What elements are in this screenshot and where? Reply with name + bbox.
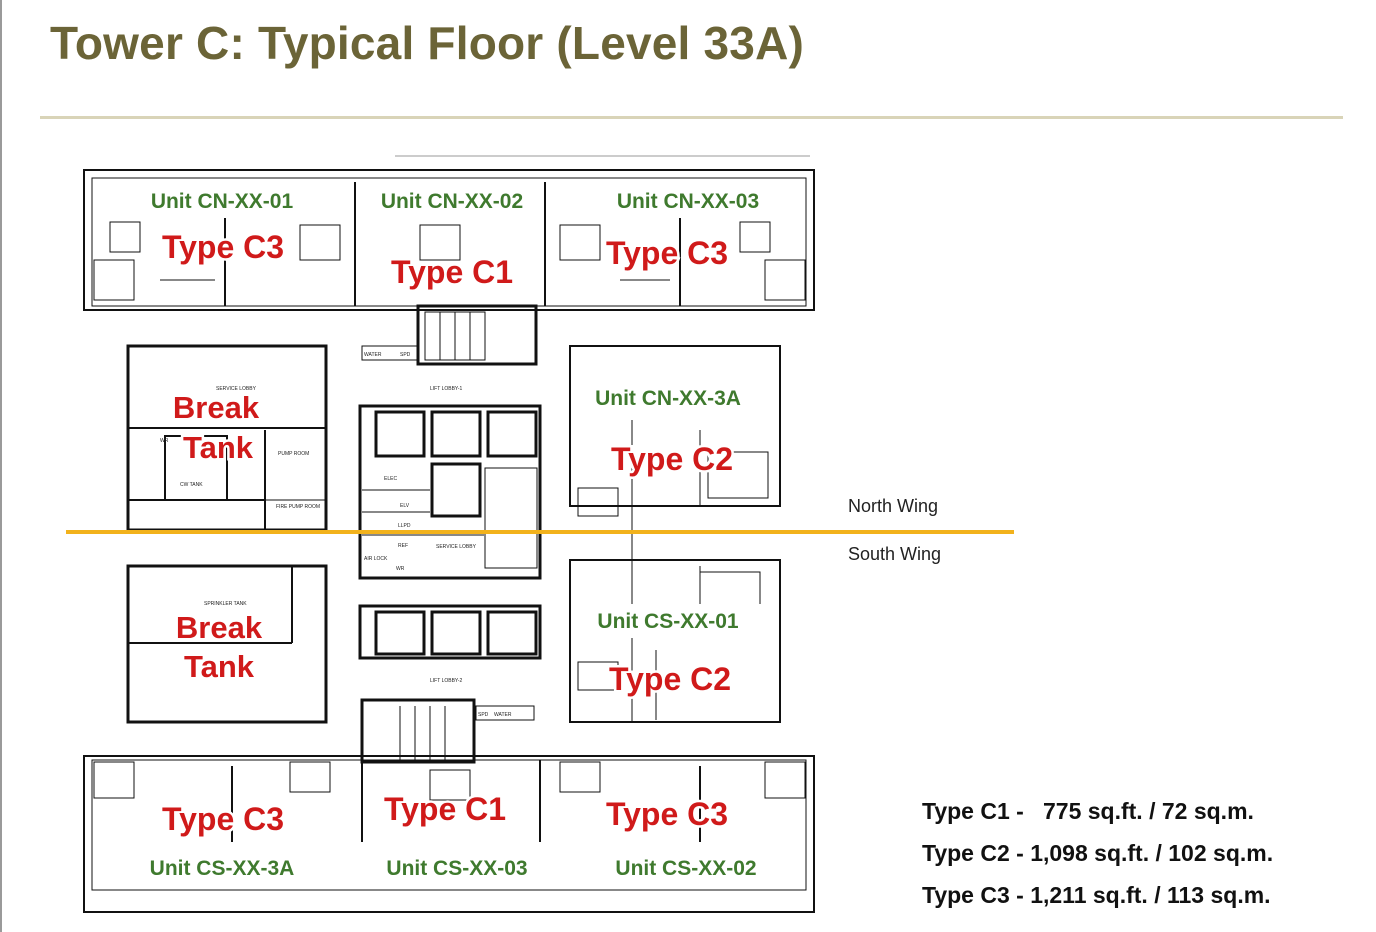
wr-core-label: WR — [396, 566, 405, 572]
type-c2-north-label: Type C2 — [611, 441, 733, 477]
north-stair-core — [361, 304, 538, 366]
type-c3-south-east-label: Type C3 — [606, 796, 728, 832]
legend-item: Type C3 - 1,211 sq.ft. / 113 sq.m. — [922, 882, 1271, 908]
south-plant-room-labels: SPRINKLER TANK — [204, 601, 247, 607]
type-c3-north-east-label: Type C3 — [606, 235, 728, 271]
unit-cs-xx-01-label: Unit CS-XX-01 — [597, 610, 739, 633]
type-c3-north-west-label: Type C3 — [162, 229, 284, 265]
llpd-label: LLPD — [398, 523, 411, 529]
south-riser-spd-label: SPD — [478, 712, 489, 718]
type-c1-south-label: Type C1 — [384, 791, 506, 827]
unit-cs-xx-03-label: Unit CS-XX-03 — [386, 857, 527, 880]
unit-cn-xx-03-label: Unit CN-XX-03 — [617, 190, 759, 213]
air-lock-label: AIR LOCK — [364, 556, 388, 562]
north-service-riser: WATER SPD — [364, 352, 411, 358]
fire-pump-room-label: FIRE PUMP ROOM — [276, 504, 320, 510]
south-wing-label: South Wing — [848, 544, 941, 564]
type-c1-north-label: Type C1 — [391, 254, 513, 290]
type-c2-south-label: Type C2 — [609, 661, 731, 697]
north-unit-labels: Unit CN-XX-01 Unit CN-XX-02 Unit CN-XX-0… — [98, 184, 800, 216]
ref-label: REF — [398, 543, 408, 549]
riser-water-label: WATER — [364, 352, 382, 358]
legend-item: Type C2 - 1,098 sq.ft. / 102 sq.m. — [922, 840, 1274, 866]
unit-cs-xx-3a-label: Unit CS-XX-3A — [150, 857, 295, 880]
south-break-tank-block — [126, 564, 328, 724]
riser-spd-label: SPD — [400, 352, 411, 358]
cw-tank-label: CW TANK — [180, 482, 203, 488]
unit-cs-xx-02-label: Unit CS-XX-02 — [615, 857, 756, 880]
south-riser-water-label: WATER — [494, 712, 512, 718]
left-edge-line — [0, 0, 2, 932]
north-wing-label: North Wing — [848, 496, 938, 516]
south-unit-block — [83, 755, 815, 913]
unit-cn-xx-01-label: Unit CN-XX-01 — [151, 190, 294, 213]
wr-label: WR — [160, 438, 169, 444]
south-service-riser: SPD WATER — [478, 712, 512, 718]
break-label-south: Break — [176, 610, 263, 645]
tank-label-south: Tank — [184, 649, 255, 684]
lift-core — [358, 404, 542, 660]
south-unit-labels: Unit CS-XX-3A Unit CS-XX-03 Unit CS-XX-0… — [122, 850, 802, 884]
south-stair-core — [360, 698, 535, 764]
service-lobby-label: SERVICE LOBBY — [216, 386, 257, 392]
title-divider — [40, 116, 1343, 119]
east-unit-block — [569, 345, 781, 723]
pump-room-label: PUMP ROOM — [278, 451, 309, 457]
north-plant-room-labels: SERVICE LOBBY PUMP ROOM FIRE PUMP ROOM C… — [160, 386, 320, 510]
unit-size-legend: Type C1 - 775 sq.ft. / 72 sq.m. Type C2 … — [922, 795, 1273, 921]
unit-cn-xx-02-label: Unit CN-XX-02 — [381, 190, 523, 213]
unit-type-labels: Type C3 Type C1 Type C3 Type C2 Type C2 … — [159, 227, 735, 840]
tank-label-north: Tank — [183, 430, 254, 465]
legend-item: Type C1 - 775 sq.ft. / 72 sq.m. — [922, 798, 1254, 824]
lift-core-labels: LIFT LOBBY-1 LIFT LOBBY-2 ELEC ELV LLPD … — [364, 386, 477, 684]
sprinkler-tank-label: SPRINKLER TANK — [204, 601, 247, 607]
type-c3-south-west-label: Type C3 — [162, 801, 284, 837]
lift-lobby-2-label: LIFT LOBBY-2 — [430, 678, 462, 684]
page-title: Tower C: Typical Floor (Level 33A) — [50, 17, 805, 69]
break-label-north: Break — [173, 390, 260, 425]
break-tank-labels: Break Tank Break Tank — [170, 388, 265, 687]
core-service-lobby-label: SERVICE LOBBY — [436, 544, 477, 550]
lift-lobby-1-label: LIFT LOBBY-1 — [430, 386, 462, 392]
unit-cn-xx-3a-label: Unit CN-XX-3A — [595, 387, 741, 410]
elec-label: ELEC — [384, 476, 397, 482]
elv-label: ELV — [400, 503, 410, 509]
east-unit-labels: Unit CN-XX-3A Unit CS-XX-01 — [572, 380, 766, 638]
